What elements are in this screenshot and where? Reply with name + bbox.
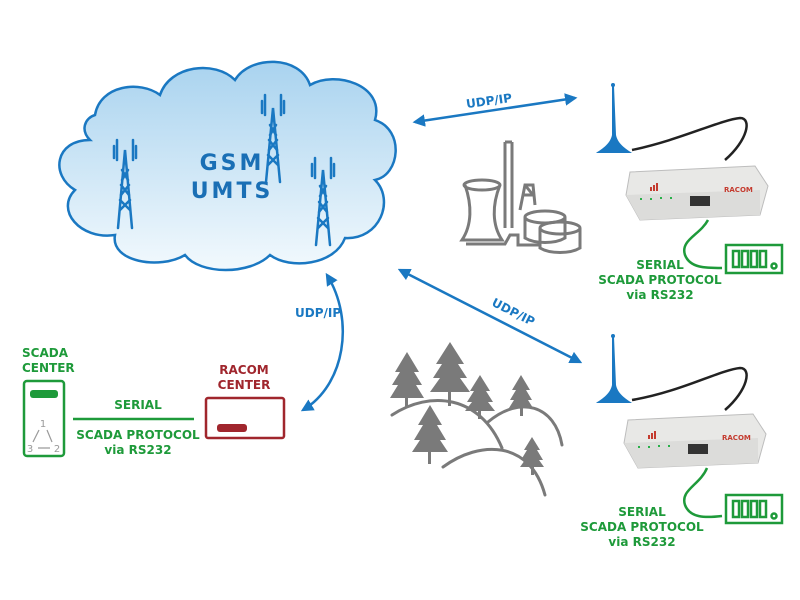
cloud-label-umts: UMTS: [190, 178, 274, 204]
remote-site-1: RACOM: [596, 83, 784, 275]
udp-link-arrow-left: [300, 272, 345, 412]
serial-protocol-line2: via RS232: [104, 443, 172, 457]
rtu-device: [724, 493, 784, 525]
cloud-label: GSM UMTS: [182, 150, 282, 205]
serial-protocol-label: SCADA PROTOCOL via RS232: [76, 428, 200, 458]
remote-1-serial-line1: SERIAL: [636, 258, 684, 272]
scada-center-title: SCADA CENTER: [22, 346, 75, 376]
racom-center-title-line1: RACOM: [219, 363, 269, 377]
udp-link-arrow-top: [412, 93, 578, 127]
cell-tower-icon: [310, 156, 336, 247]
antenna-cable: [631, 366, 748, 411]
remote-1-serial-line3: via RS232: [626, 288, 694, 302]
rtu-node-1: 1: [40, 419, 46, 430]
scada-center-title-line2: CENTER: [22, 361, 75, 375]
power-plant-icon: [459, 140, 582, 254]
forest-icon: [390, 342, 564, 497]
antenna-icon: [596, 334, 632, 403]
udp-label-left: UDP/IP: [295, 306, 342, 320]
rtu-node-2: 2: [54, 444, 60, 455]
racom-center-device: [204, 396, 286, 440]
serial-protocol-line1: SCADA PROTOCOL: [76, 428, 200, 442]
router-device: RACOM: [623, 413, 767, 469]
remote-1-serial-line2: SCADA PROTOCOL: [598, 273, 722, 287]
remote-site-1-serial-label: SERIAL SCADA PROTOCOL via RS232: [598, 258, 722, 303]
racom-center-title-line2: CENTER: [217, 378, 271, 392]
remote-site-2: RACOM: [596, 334, 784, 525]
gsm-cloud: [58, 60, 397, 272]
serial-label: SERIAL: [114, 398, 162, 412]
cell-tower-icon: [112, 138, 138, 230]
racom-center-title: RACOM CENTER: [208, 363, 280, 393]
scada-center-device: 1 3 2: [22, 379, 66, 458]
rtu-device: [724, 243, 784, 275]
remote-2-serial-line3: via RS232: [608, 535, 676, 549]
cell-tower-icon: [260, 93, 286, 184]
rtu-node-3: 3: [27, 444, 33, 455]
racom-logo: RACOM: [724, 186, 753, 194]
udp-link-arrow-bottom: [397, 268, 583, 364]
racom-logo: RACOM: [722, 434, 751, 442]
antenna-cable: [631, 116, 748, 161]
router-device: RACOM: [625, 165, 769, 221]
remote-site-2-serial-label: SERIAL SCADA PROTOCOL via RS232: [580, 505, 704, 550]
serial-cable: [682, 219, 723, 270]
serial-cable: [682, 467, 723, 519]
antenna-icon: [596, 83, 632, 153]
remote-2-serial-line1: SERIAL: [618, 505, 666, 519]
cloud-label-gsm: GSM: [199, 151, 265, 176]
remote-2-serial-line2: SCADA PROTOCOL: [580, 520, 704, 534]
scada-center-title-line1: SCADA: [22, 346, 68, 360]
